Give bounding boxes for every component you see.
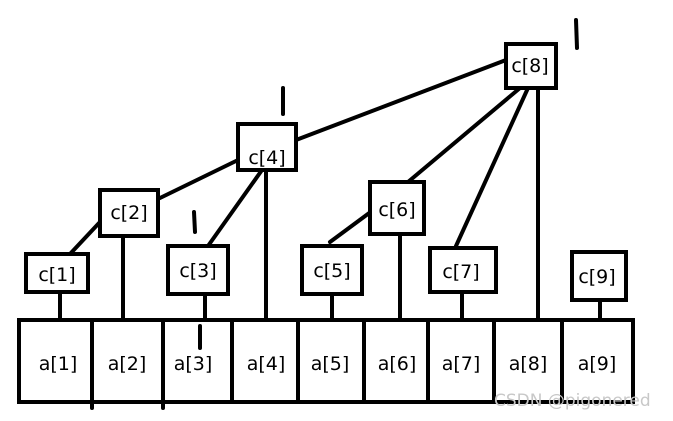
watermark: CSDN @pigonered [494,391,651,411]
connectors [58,58,602,322]
array-a-frame [17,318,635,404]
edge-c8-c6 [406,86,522,184]
tree-node-c4: c[4] [236,122,298,172]
tree-node-c2: c[2] [98,188,160,238]
array-cell-label: a[2] [108,353,147,375]
array-cell-label: a[4] [247,353,286,375]
tree-node-c9: c[9] [570,250,628,302]
array-cell-label: a[8] [509,353,548,375]
array-cell-label: a[6] [378,353,417,375]
array-cell-label: a[7] [442,353,481,375]
tick-marks [192,18,579,350]
array-cell-label: a[1] [39,353,78,375]
tree-node-c3: c[3] [166,244,230,296]
edge-c4-c3 [206,168,264,248]
tree-node-label: c[6] [378,199,415,221]
tree-node-label: c[7] [442,261,479,283]
tree-node-label: c[1] [38,264,75,286]
tree-node-c6: c[6] [368,180,426,236]
tree-node-c7: c[7] [428,246,498,294]
tree-c: c[1] c[2] c[3] c[4] c[5] c[6] c[7] c[8] [24,42,628,302]
tick-mark [192,210,197,234]
array-cell-label: a[9] [578,353,617,375]
array-cell-label: a[5] [311,353,350,375]
tree-node-label: c[8] [511,55,548,77]
edge-c2-c1 [68,220,102,256]
tick-mark [574,18,579,50]
tree-node-label: c[3] [179,260,216,282]
array-cell-label: a[3] [174,353,213,375]
array-a: a[1] a[2] a[3] a[4] a[5] a[6] a[7] a[8] … [17,318,635,410]
edge-c8-c7 [454,86,530,248]
tree-node-label: c[2] [110,202,147,224]
tree-node-c5: c[5] [300,244,364,296]
edge-c4-c2 [158,158,240,200]
tree-node-c8: c[8] [504,42,558,90]
tree-node-label: c[4] [248,147,285,169]
tree-node-label: c[9] [578,266,615,288]
tree-node-c1: c[1] [24,252,90,294]
edge-c8-c4 [294,58,508,142]
tree-node-label: c[5] [313,260,350,282]
